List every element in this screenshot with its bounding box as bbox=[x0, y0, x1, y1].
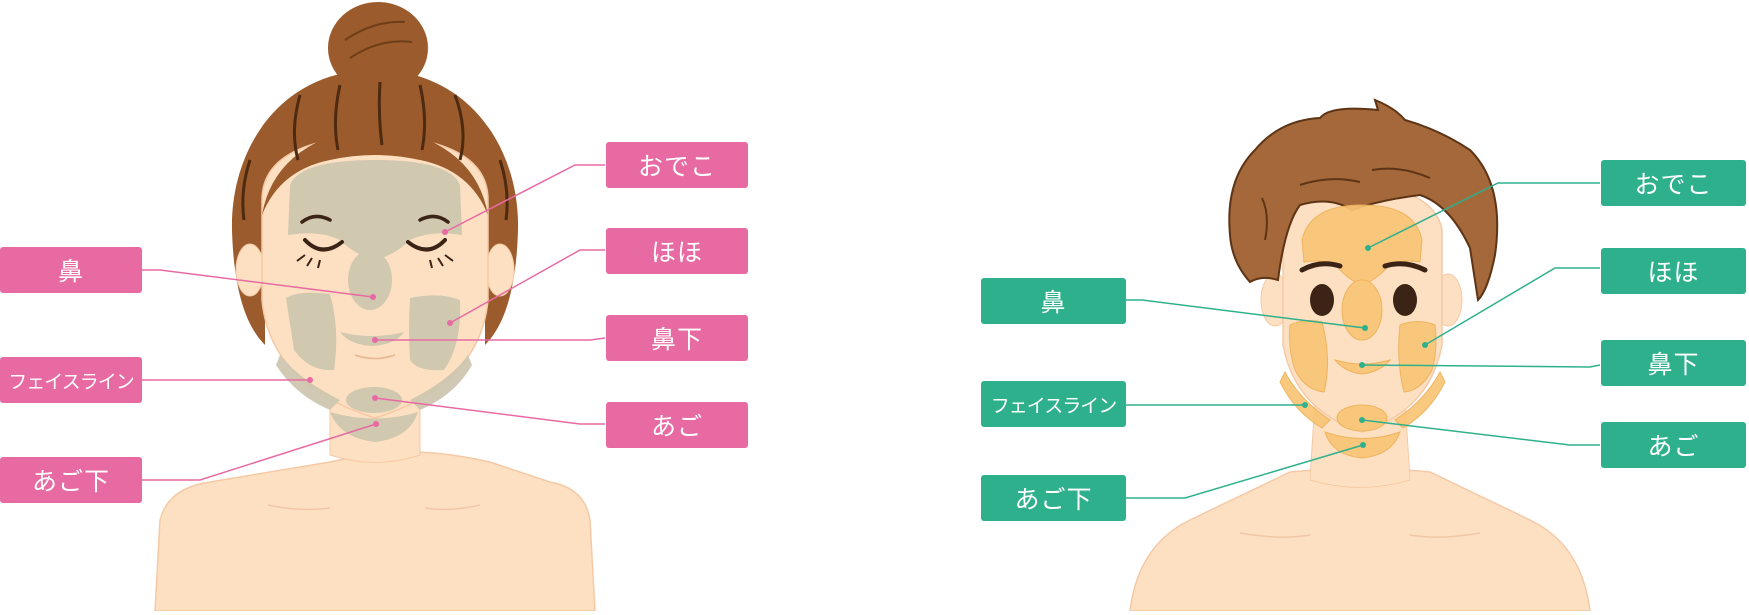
male-line-agoshita bbox=[1126, 444, 1364, 499]
female-zone-nose bbox=[348, 250, 392, 310]
male-zone-nose bbox=[1341, 279, 1383, 341]
female-line-hana bbox=[142, 269, 374, 298]
male-line-odeko bbox=[1367, 182, 1600, 249]
male-figure bbox=[1129, 98, 1591, 612]
male-label-faceline: フェイスライン bbox=[981, 381, 1126, 427]
male-left-eye bbox=[1310, 284, 1334, 316]
female-label-hoho: ほほ bbox=[606, 228, 748, 274]
female-hair bbox=[231, 70, 519, 345]
female-zone-under-chin bbox=[330, 412, 418, 442]
female-label-agoshita: あご下 bbox=[0, 457, 142, 503]
male-line-hanashita bbox=[1361, 364, 1601, 368]
male-hair bbox=[1228, 98, 1499, 303]
female-zones bbox=[276, 160, 472, 442]
female-zone-forehead bbox=[288, 160, 462, 260]
male-leader-dots bbox=[1302, 245, 1428, 448]
male-label-agoshita: あご下 bbox=[981, 475, 1126, 521]
female-zone-left-cheek bbox=[286, 292, 337, 371]
female-zone-left-faceline bbox=[276, 355, 340, 410]
male-label-hana: 鼻 bbox=[981, 278, 1126, 324]
male-line-ago bbox=[1361, 419, 1600, 446]
female-label-hana: 鼻 bbox=[0, 247, 142, 293]
female-zone-right-cheek bbox=[409, 295, 461, 371]
female-line-agoshita bbox=[142, 423, 377, 481]
female-line-odeko bbox=[444, 164, 605, 233]
female-leader-lines bbox=[142, 164, 606, 481]
female-figure bbox=[154, 2, 596, 612]
female-label-hanashita: 鼻下 bbox=[606, 315, 748, 361]
male-line-hana bbox=[1126, 299, 1366, 329]
male-zone-left-cheek bbox=[1289, 320, 1329, 393]
male-label-hoho: ほほ bbox=[1601, 248, 1746, 294]
female-hair-bun bbox=[328, 2, 428, 94]
male-torso bbox=[1129, 467, 1591, 612]
male-zone-left-faceline bbox=[1279, 370, 1331, 429]
male-zone-right-cheek bbox=[1398, 321, 1437, 393]
female-label-odeko: おでこ bbox=[606, 142, 748, 188]
female-leader-dots bbox=[307, 229, 453, 427]
male-label-odeko: おでこ bbox=[1601, 160, 1746, 206]
female-line-hoho bbox=[449, 249, 605, 324]
male-leader-lines bbox=[1126, 182, 1601, 499]
female-label-faceline: フェイスライン bbox=[0, 357, 142, 403]
male-right-eye bbox=[1393, 284, 1417, 316]
female-label-ago: あご bbox=[606, 402, 748, 448]
female-zone-right-faceline bbox=[410, 355, 472, 410]
female-line-hanashita bbox=[375, 337, 606, 341]
female-line-ago bbox=[374, 397, 605, 425]
female-torso bbox=[154, 451, 596, 612]
male-label-ago: あご bbox=[1601, 422, 1746, 468]
male-line-hoho bbox=[1424, 267, 1600, 346]
female-zone-under-nose bbox=[340, 332, 404, 346]
male-label-hanashita: 鼻下 bbox=[1601, 340, 1746, 386]
male-zone-right-faceline bbox=[1394, 370, 1446, 429]
